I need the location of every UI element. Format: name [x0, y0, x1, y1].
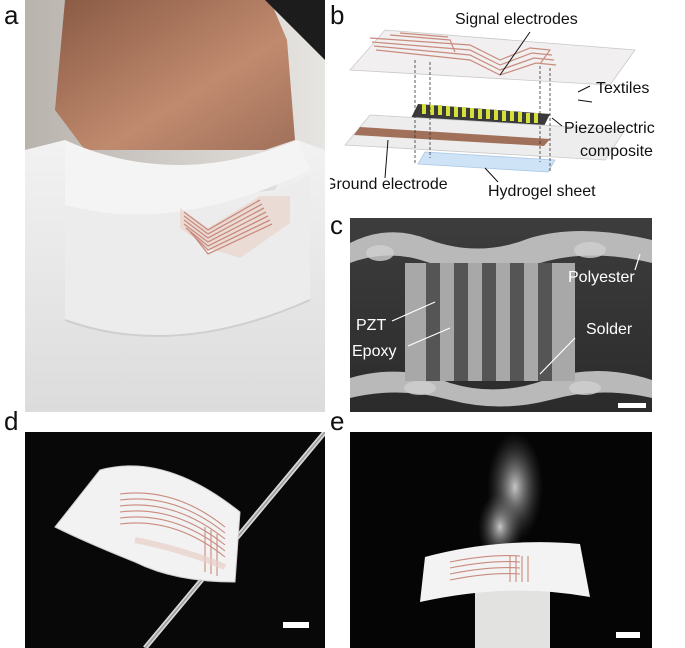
- label-textiles: Textiles: [596, 80, 650, 97]
- panel-e-letter: e: [330, 406, 345, 436]
- panel-c-sem: Polyester PZT Epoxy Solder: [350, 218, 652, 412]
- panel-c-letter: c: [330, 210, 343, 240]
- panel-a-photo: [25, 0, 325, 412]
- panel-a-letter: a: [4, 0, 19, 30]
- label-pzt: PZT: [356, 317, 387, 334]
- label-signal-electrodes: Signal electrodes: [455, 11, 578, 28]
- label-epoxy: Epoxy: [352, 343, 397, 360]
- label-piezoelectric: Piezoelectric: [564, 120, 655, 137]
- label-hydrogel-sheet: Hydrogel sheet: [488, 183, 596, 200]
- label-composite: composite: [580, 143, 653, 160]
- panel-b-diagram: Signal electrodes Textiles Piezoelectric…: [330, 0, 685, 210]
- label-ground-electrode: Ground electrode: [330, 176, 448, 193]
- label-polyester: Polyester: [568, 269, 635, 286]
- panel-d-photo: [25, 432, 325, 648]
- label-solder: Solder: [586, 321, 633, 338]
- panel-d-letter: d: [4, 406, 19, 436]
- panel-e-photo: [350, 432, 652, 648]
- panel-b-letter: b: [330, 0, 345, 30]
